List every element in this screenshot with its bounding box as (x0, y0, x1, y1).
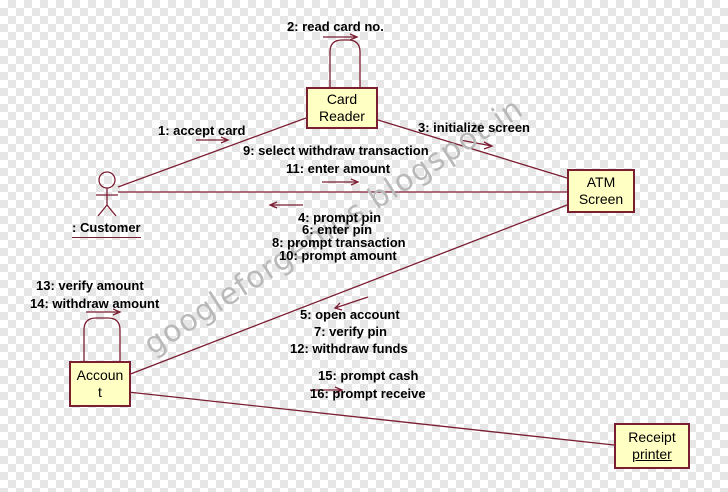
msg-enter-pin: 6: enter pin (302, 222, 373, 237)
message-arrows (86, 33, 494, 394)
msg-withdraw-amount: 14: withdraw amount (30, 296, 160, 311)
msg-open-account: 5: open account (300, 307, 400, 322)
atm-screen-line-2: Screen (578, 191, 624, 207)
customer-head (98, 171, 116, 189)
receipt-printer-line-1: Receipt (628, 429, 676, 445)
msg-prompt-cash: 15: prompt cash (318, 368, 419, 383)
account-self-link (83, 317, 121, 362)
card-reader-line-2: Reader (319, 108, 365, 124)
link-atm-screen-account (127, 204, 568, 376)
link-card-reader-atm-screen (377, 119, 568, 179)
account-object[interactable]: Accoun t (69, 361, 131, 407)
account-line-2: t (98, 384, 102, 400)
msg-prompt-pin: 4: prompt pin (298, 210, 382, 225)
receipt-printer-line-2: printer (632, 446, 672, 462)
atm-screen-object[interactable]: ATM Screen (567, 169, 635, 213)
link-customer-card-reader (117, 117, 307, 188)
msg-enter-amount: 11: enter amount (286, 161, 391, 176)
card-reader-line-1: Card (326, 91, 358, 107)
msg-select-withdraw: 9: select withdraw transaction (243, 143, 429, 158)
link-account-receipt-printer (127, 391, 615, 446)
msg-initialize-screen: 3: initialize screen (418, 120, 530, 135)
customer-actor-label: : Customer (72, 220, 141, 238)
card-reader-self-link (329, 39, 361, 88)
msg-read-card: 2: read card no. (287, 19, 384, 34)
msg-verify-amount: 13: verify amount (36, 278, 144, 293)
msg-prompt-transaction: 8: prompt transaction (272, 235, 406, 250)
msg-accept-card: 1: accept card (158, 123, 246, 138)
account-line-1: Accoun (76, 367, 124, 383)
card-reader-object[interactable]: Card Reader (306, 87, 378, 129)
msg-verify-pin: 7: verify pin (314, 324, 387, 339)
msg-withdraw-funds: 12: withdraw funds (290, 341, 408, 356)
atm-screen-line-1: ATM (586, 174, 616, 190)
msg-prompt-amount: 10: prompt amount (279, 248, 397, 263)
msg-prompt-receive: 16: prompt receive (310, 386, 426, 401)
receipt-printer-object[interactable]: Receipt printer (614, 423, 690, 469)
